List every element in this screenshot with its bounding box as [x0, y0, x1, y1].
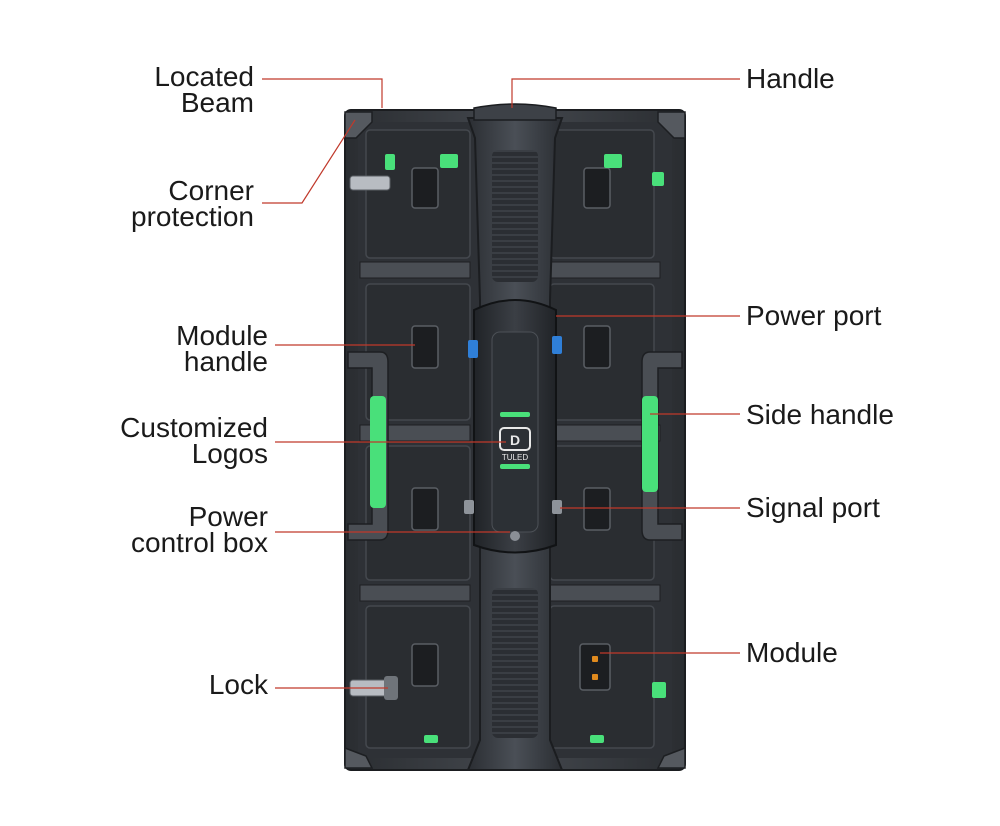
label-module-handle: Module handle	[120, 320, 268, 377]
label-side-handle: Side handle	[746, 399, 894, 430]
green-indicators	[385, 154, 666, 743]
leader-lines	[262, 78, 740, 689]
label-module: Module	[746, 637, 838, 668]
label-power-control-box-line1: Power	[188, 501, 268, 532]
label-corner-protection-line1: Corner	[168, 175, 254, 206]
svg-text:D: D	[510, 432, 520, 448]
signal-port-icons	[464, 500, 562, 514]
label-located-beam: Located Beam	[120, 61, 254, 118]
brand-logo: D TULED	[499, 427, 531, 462]
label-module-handle-line1: Module	[176, 320, 268, 351]
label-power-port: Power port	[746, 300, 882, 331]
label-power-control-box-line2: control box	[131, 527, 268, 558]
power-port-icons	[468, 336, 562, 358]
label-module-handle-line2: handle	[183, 346, 268, 377]
label-lock: Lock	[208, 669, 268, 700]
module-contacts	[592, 656, 598, 680]
label-customized-logos: Customized Logos	[96, 412, 268, 469]
label-handle: Handle	[746, 63, 835, 94]
label-corner-protection: Corner protection	[104, 175, 254, 232]
leader-handle	[511, 78, 740, 108]
module-handle-icons	[411, 167, 611, 691]
corner-protections	[344, 111, 686, 769]
power-control-box	[473, 299, 557, 554]
label-customized-logos-line2: Logos	[191, 438, 268, 469]
brand-logo-text: TULED	[502, 453, 528, 462]
label-located-beam-line1: Located	[154, 61, 254, 92]
top-handle	[473, 103, 557, 121]
leader-located-beam	[262, 78, 383, 108]
label-customized-logos-line1: Customized	[120, 412, 268, 443]
label-power-control-box: Power control box	[96, 501, 268, 558]
label-located-beam-line2: Beam	[180, 87, 254, 118]
leader-corner-protection	[262, 119, 356, 204]
label-corner-protection-line2: protection	[131, 201, 254, 232]
label-signal-port: Signal port	[746, 492, 880, 523]
side-handle-right	[641, 351, 683, 541]
